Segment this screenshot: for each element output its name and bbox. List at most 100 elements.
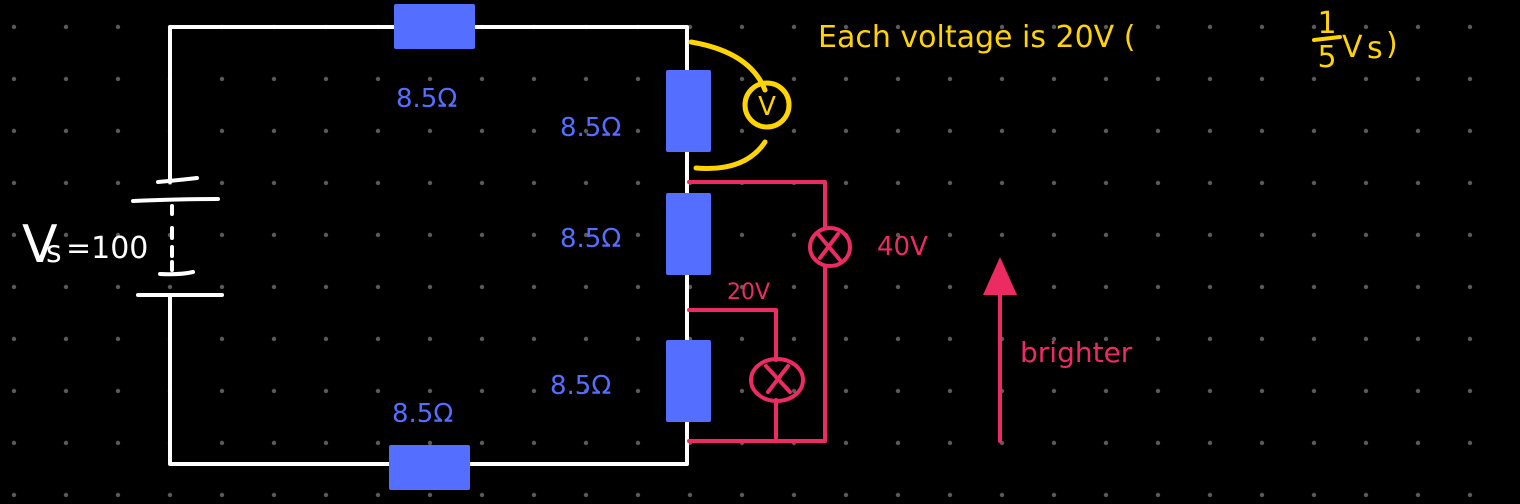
brighter-arrow: brighter [983,257,1133,443]
grid-dot [375,492,381,498]
grid-dot [11,232,17,238]
grid-dot [1051,284,1057,290]
voltmeter[interactable]: V [688,39,792,171]
grid-dot [895,388,901,394]
resistor-top[interactable] [394,4,475,49]
grid-dot [999,232,1005,238]
grid-dot [843,492,849,498]
annotation-frac-bar [1312,35,1342,42]
grid-dot [739,492,745,498]
grid-dot [1103,336,1109,342]
grid-dot [635,440,641,446]
grid-dot [1311,336,1317,342]
grid-dot [947,492,953,498]
grid-dot [635,232,641,238]
grid-dot [1155,76,1161,82]
grid-dot [323,232,329,238]
grid-dot [167,492,173,498]
grid-dot [1311,232,1317,238]
lamp-small-wire [687,308,778,362]
grid-dot [1363,232,1369,238]
grid-dot [63,180,69,186]
grid-dot [947,24,953,30]
grid-dot [11,492,17,498]
source-label-v: V [22,215,58,275]
grid-dot [271,388,277,394]
grid-dot [1363,336,1369,342]
grid-dot [1363,492,1369,498]
source-label: V s =100 [22,215,148,275]
annotation-vs-sub: s [1367,31,1383,66]
resistor-right-1[interactable] [666,70,711,152]
grid-dot [843,76,849,82]
grid-dot [219,76,225,82]
grid-dot [115,232,121,238]
source-label-value: =100 [66,231,148,266]
grid-dot [791,336,797,342]
grid-dot [1155,440,1161,446]
resistor-right-2[interactable] [666,193,711,275]
grid-dot [1467,232,1473,238]
grid-dot [219,232,225,238]
grid-dot [635,492,641,498]
resistor-right-3[interactable] [666,340,711,422]
grid-dot [895,24,901,30]
grid-dot [843,284,849,290]
grid-dot [1051,180,1057,186]
grid-dot [115,284,121,290]
grid-dot [427,284,433,290]
grid-dot [739,388,745,394]
grid-dot [375,232,381,238]
grid-dot [1103,180,1109,186]
resistor-bottom[interactable] [389,445,470,490]
grid-dot [1103,76,1109,82]
grid-dot [947,440,953,446]
grid-dot [1103,232,1109,238]
grid-dot [219,440,225,446]
grid-dot [1051,492,1057,498]
grid-dot [635,336,641,342]
grid-dot [1415,24,1421,30]
grid-dot [947,284,953,290]
grid-dot [115,128,121,134]
grid-dot [1363,388,1369,394]
grid-dot [11,440,17,446]
grid-dot [1363,284,1369,290]
grid-dot [1259,492,1265,498]
grid-dot [375,284,381,290]
lamp-circuits [687,180,827,443]
grid-dot [1259,180,1265,186]
lamp-small[interactable] [749,357,805,403]
grid-dot [427,440,433,446]
grid-dot [1259,440,1265,446]
grid-dot [375,180,381,186]
grid-dot [843,336,849,342]
grid-dot [63,232,69,238]
grid-dot [1259,128,1265,134]
grid-dot [479,76,485,82]
grid-dot [1467,492,1473,498]
grid-dot [843,128,849,134]
grid-dot [323,388,329,394]
grid-dot [63,336,69,342]
grid-dot [1051,76,1057,82]
grid-dot [635,284,641,290]
grid-dot [791,492,797,498]
grid-dot [1207,388,1213,394]
grid-dot [531,128,537,134]
grid-dot [323,284,329,290]
grid-dot [1155,284,1161,290]
grid-dot [739,336,745,342]
grid-dot [115,492,121,498]
lamp-large[interactable] [808,226,852,268]
grid-dot [427,76,433,82]
grid-dot [791,284,797,290]
annotation-vs: V [1342,30,1363,65]
grid-dot [1103,440,1109,446]
grid-dot [739,284,745,290]
annotation-suffix: ) [1386,27,1398,62]
grid-dot [271,440,277,446]
grid-dot [739,76,745,82]
grid-dot [999,24,1005,30]
